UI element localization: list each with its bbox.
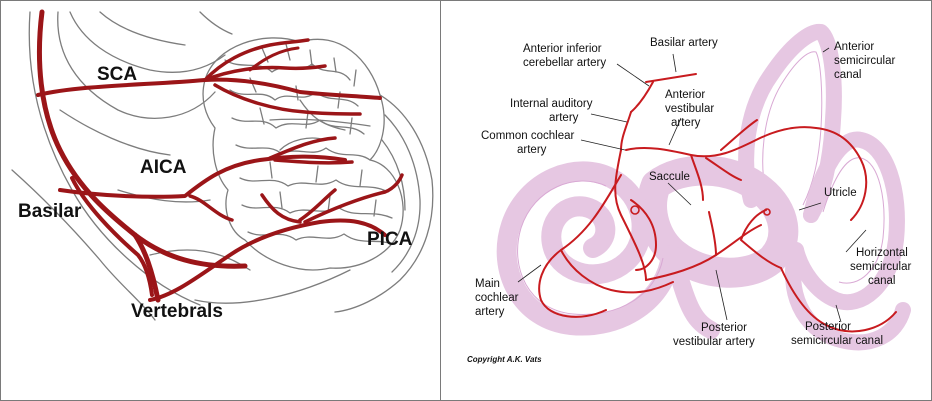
label-vertebrals: Vertebrals (131, 301, 223, 322)
label-main-cochlear-artery-line2: cochlear (475, 292, 519, 304)
label-anterior-semicircular-canal-line2: semicircular (834, 55, 896, 67)
label-basilar-artery: Basilar artery (650, 37, 718, 49)
copyright-text: Copyright A.K. Vats (467, 355, 542, 364)
label-anterior-inferior-cerebellar-artery-line1: Anterior inferior (523, 43, 602, 55)
label-pica: PICA (367, 229, 413, 250)
label-posterior-semicircular-canal-line1: Posterior (805, 321, 851, 333)
label-anterior-semicircular-canal-line1: Anterior (834, 41, 874, 53)
label-internal-auditory-artery-line1: Internal auditory (510, 98, 593, 110)
label-main-cochlear-artery-line3: artery (475, 306, 505, 318)
label-utricle: Utricle (824, 187, 857, 199)
sca-artery (38, 80, 380, 98)
cerebellar-arteries-panel: SCA AICA Basilar PICA Vertebrals (0, 0, 440, 401)
inner-ear-diagram: Anterior inferior cerebellar artery Basi… (441, 0, 932, 401)
label-posterior-vestibular-artery-line2: vestibular artery (673, 336, 755, 348)
internal-auditory-artery (621, 112, 631, 150)
label-posterior-semicircular-canal-line2: semicircular canal (791, 335, 883, 347)
label-aica: AICA (140, 157, 187, 178)
label-anterior-semicircular-canal-line3: canal (834, 69, 862, 81)
label-horizontal-semicircular-canal-line1: Horizontal (856, 247, 908, 259)
label-common-cochlear-artery-line2: artery (517, 144, 547, 156)
label-horizontal-semicircular-canal-line3: canal (868, 275, 896, 287)
label-basilar: Basilar (18, 201, 82, 222)
label-horizontal-semicircular-canal-line2: semicircular (850, 261, 912, 273)
label-anterior-vestibular-artery-line3: artery (671, 117, 701, 129)
label-posterior-vestibular-artery-line1: Posterior (701, 322, 747, 334)
label-main-cochlear-artery-line1: Main (475, 278, 500, 290)
label-internal-auditory-artery-line2: artery (549, 112, 579, 124)
label-anterior-vestibular-artery-line1: Anterior (665, 89, 705, 101)
label-saccule: Saccule (649, 171, 690, 183)
label-common-cochlear-artery-line1: Common cochlear (481, 130, 574, 142)
cerebellar-arteries-diagram: SCA AICA Basilar PICA Vertebrals (0, 0, 440, 401)
label-anterior-vestibular-artery-line2: vestibular (665, 103, 714, 115)
inner-ear-arteries-panel: Anterior inferior cerebellar artery Basi… (441, 0, 932, 401)
anterior-vestibular-artery (626, 127, 816, 156)
label-anterior-inferior-cerebellar-artery-line2: cerebellar artery (523, 57, 606, 69)
basilar-artery (646, 74, 696, 82)
label-sca: SCA (97, 64, 137, 85)
arteries (38, 12, 402, 300)
